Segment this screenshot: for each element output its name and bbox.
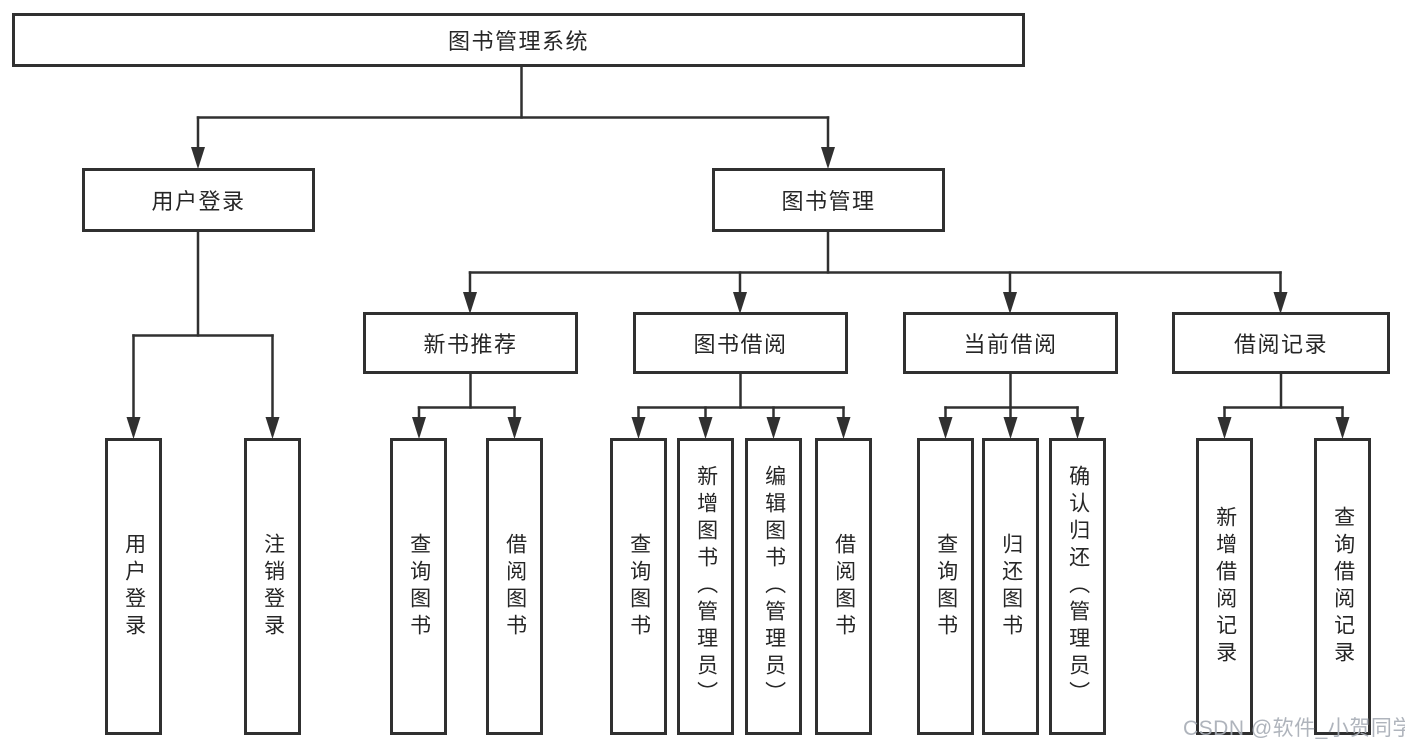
node-label: 图书借阅 xyxy=(693,332,788,357)
leaf-query-books-recommend: 查询图书 xyxy=(390,438,447,735)
node-label: 新增图书（管理员） xyxy=(694,465,718,708)
leaf-query-books-current: 查询图书 xyxy=(917,438,974,735)
leaf-borrow-books-recommend: 借阅图书 xyxy=(486,438,543,735)
node-library-management-system: 图书管理系统 xyxy=(12,13,1025,67)
node-label: 新增借阅记录 xyxy=(1213,505,1237,668)
node-borrow-records: 借阅记录 xyxy=(1172,312,1390,374)
node-user-login: 用户登录 xyxy=(82,168,315,232)
node-label: 用户登录 xyxy=(151,189,246,214)
leaf-return-books: 归还图书 xyxy=(982,438,1039,735)
leaf-edit-books-admin: 编辑图书（管理员） xyxy=(745,438,802,735)
node-label: 图书管理系统 xyxy=(447,29,589,54)
node-label: 图书管理 xyxy=(781,189,876,214)
node-new-book-recommend: 新书推荐 xyxy=(363,312,578,374)
leaf-user-login: 用户登录 xyxy=(105,438,162,735)
node-label: 编辑图书（管理员） xyxy=(762,465,786,708)
leaf-add-books-admin: 新增图书（管理员） xyxy=(677,438,734,735)
leaf-confirm-return-admin: 确认归还（管理员） xyxy=(1049,438,1106,735)
node-book-management: 图书管理 xyxy=(712,168,945,232)
node-current-borrow: 当前借阅 xyxy=(903,312,1118,374)
leaf-query-books-borrow: 查询图书 xyxy=(610,438,667,735)
leaf-logout-login: 注销登录 xyxy=(244,438,301,735)
arrowheads xyxy=(126,147,1350,439)
node-label: 查询借阅记录 xyxy=(1331,505,1355,668)
node-label: 查询图书 xyxy=(627,532,651,641)
node-label: 借阅记录 xyxy=(1233,332,1328,357)
node-label: 归还图书 xyxy=(999,532,1023,641)
node-label: 当前借阅 xyxy=(963,332,1058,357)
node-label: 借阅图书 xyxy=(832,532,856,641)
node-label: 确认归还（管理员） xyxy=(1066,465,1090,708)
node-label: 注销登录 xyxy=(261,532,285,641)
leaf-borrow-books: 借阅图书 xyxy=(815,438,872,735)
leaf-query-borrow-record: 查询借阅记录 xyxy=(1314,438,1371,735)
csdn-watermark: CSDN @软件_小贺同学 xyxy=(1183,717,1405,740)
leaf-add-borrow-record: 新增借阅记录 xyxy=(1196,438,1253,735)
node-label: 查询图书 xyxy=(934,532,958,641)
node-label: 查询图书 xyxy=(407,532,431,641)
node-label: 用户登录 xyxy=(122,532,146,641)
node-label: 借阅图书 xyxy=(503,532,527,641)
node-book-borrow: 图书借阅 xyxy=(633,312,848,374)
node-label: 新书推荐 xyxy=(423,332,518,357)
